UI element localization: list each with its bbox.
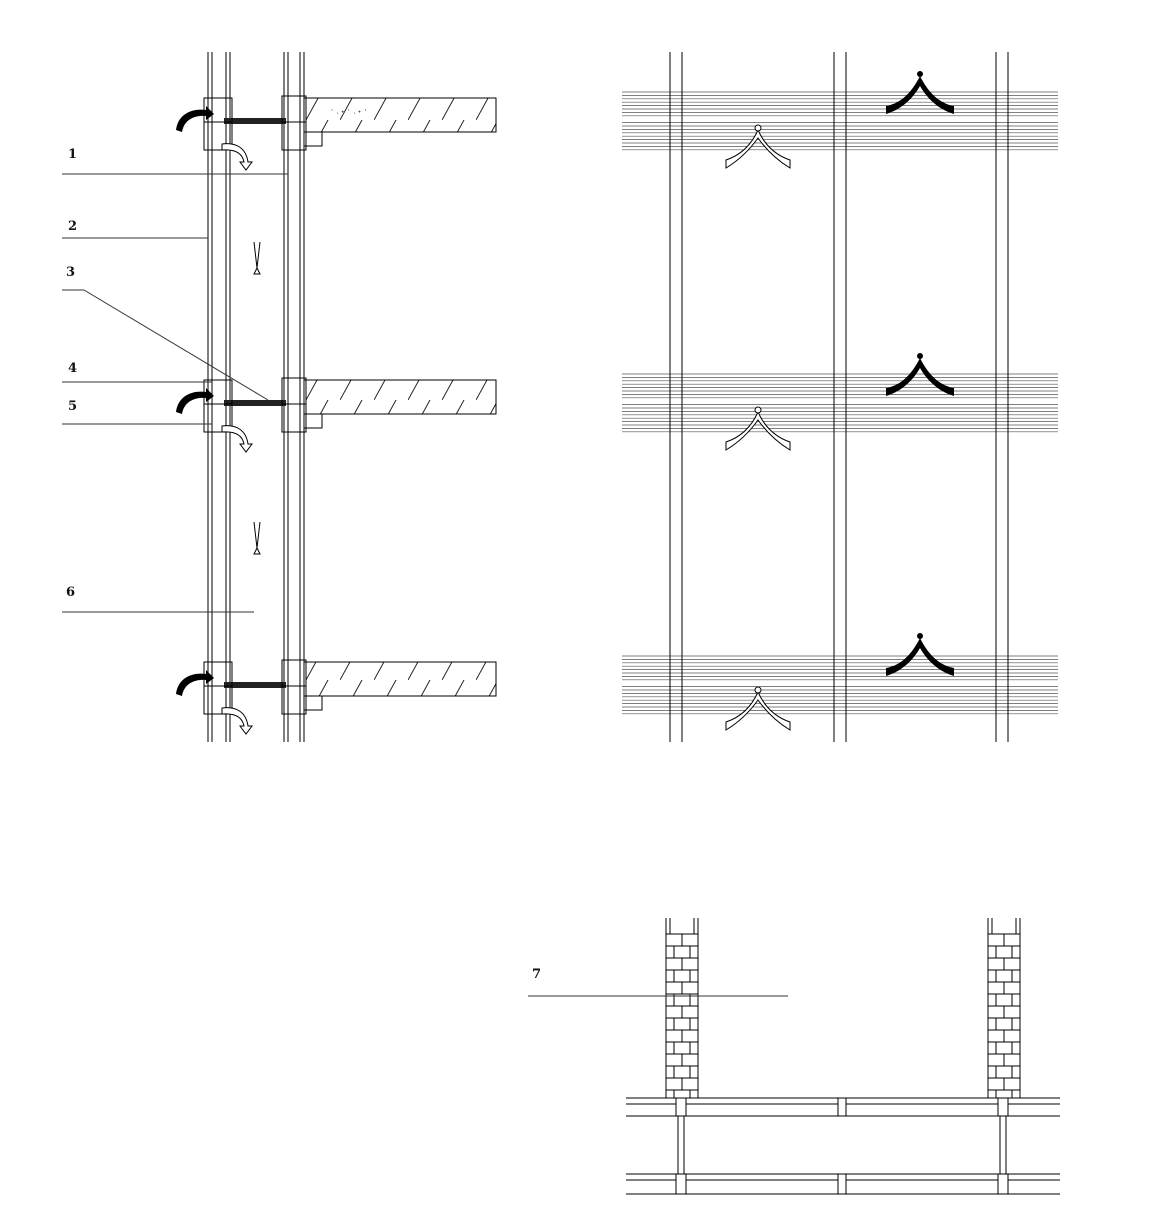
brick-column-left [665, 918, 699, 1099]
floor-slab-3 [203, 659, 497, 715]
label-1: 1 [68, 147, 77, 162]
plan-profile-top [626, 1097, 1060, 1117]
label-4: 4 [68, 361, 77, 376]
elevation-view [622, 52, 1058, 742]
mullion-1 [669, 52, 683, 742]
label-5: 5 [68, 399, 77, 414]
mullion-2 [833, 52, 847, 742]
floor-slab-2 [203, 377, 497, 433]
svg-text:˙ ᐧ ᐩ ˙ ᐧ ᐩ ˙: ˙ ᐧ ᐩ ˙ ᐧ ᐩ ˙ [330, 109, 368, 118]
glass-bands [622, 91, 1058, 715]
up-arrow-icon [253, 521, 261, 555]
label-6: 6 [66, 585, 75, 600]
vent-black-icon [886, 353, 954, 396]
vent-black-icon [886, 71, 954, 114]
brick-column-right [987, 918, 1021, 1099]
plan-view: 7 [528, 918, 1060, 1195]
label-7: 7 [532, 967, 541, 982]
label-2: 2 [68, 219, 77, 234]
floor-slab-1: ˙ ᐧ ᐩ ˙ ᐧ ᐩ ˙ [203, 95, 497, 151]
plan-profile-bottom [626, 1173, 1060, 1195]
mullion-3 [995, 52, 1009, 742]
section-view: ˙ ᐧ ᐩ ˙ ᐧ ᐩ ˙ [62, 52, 497, 742]
up-arrow-icon [253, 241, 261, 275]
label-3: 3 [66, 265, 75, 280]
